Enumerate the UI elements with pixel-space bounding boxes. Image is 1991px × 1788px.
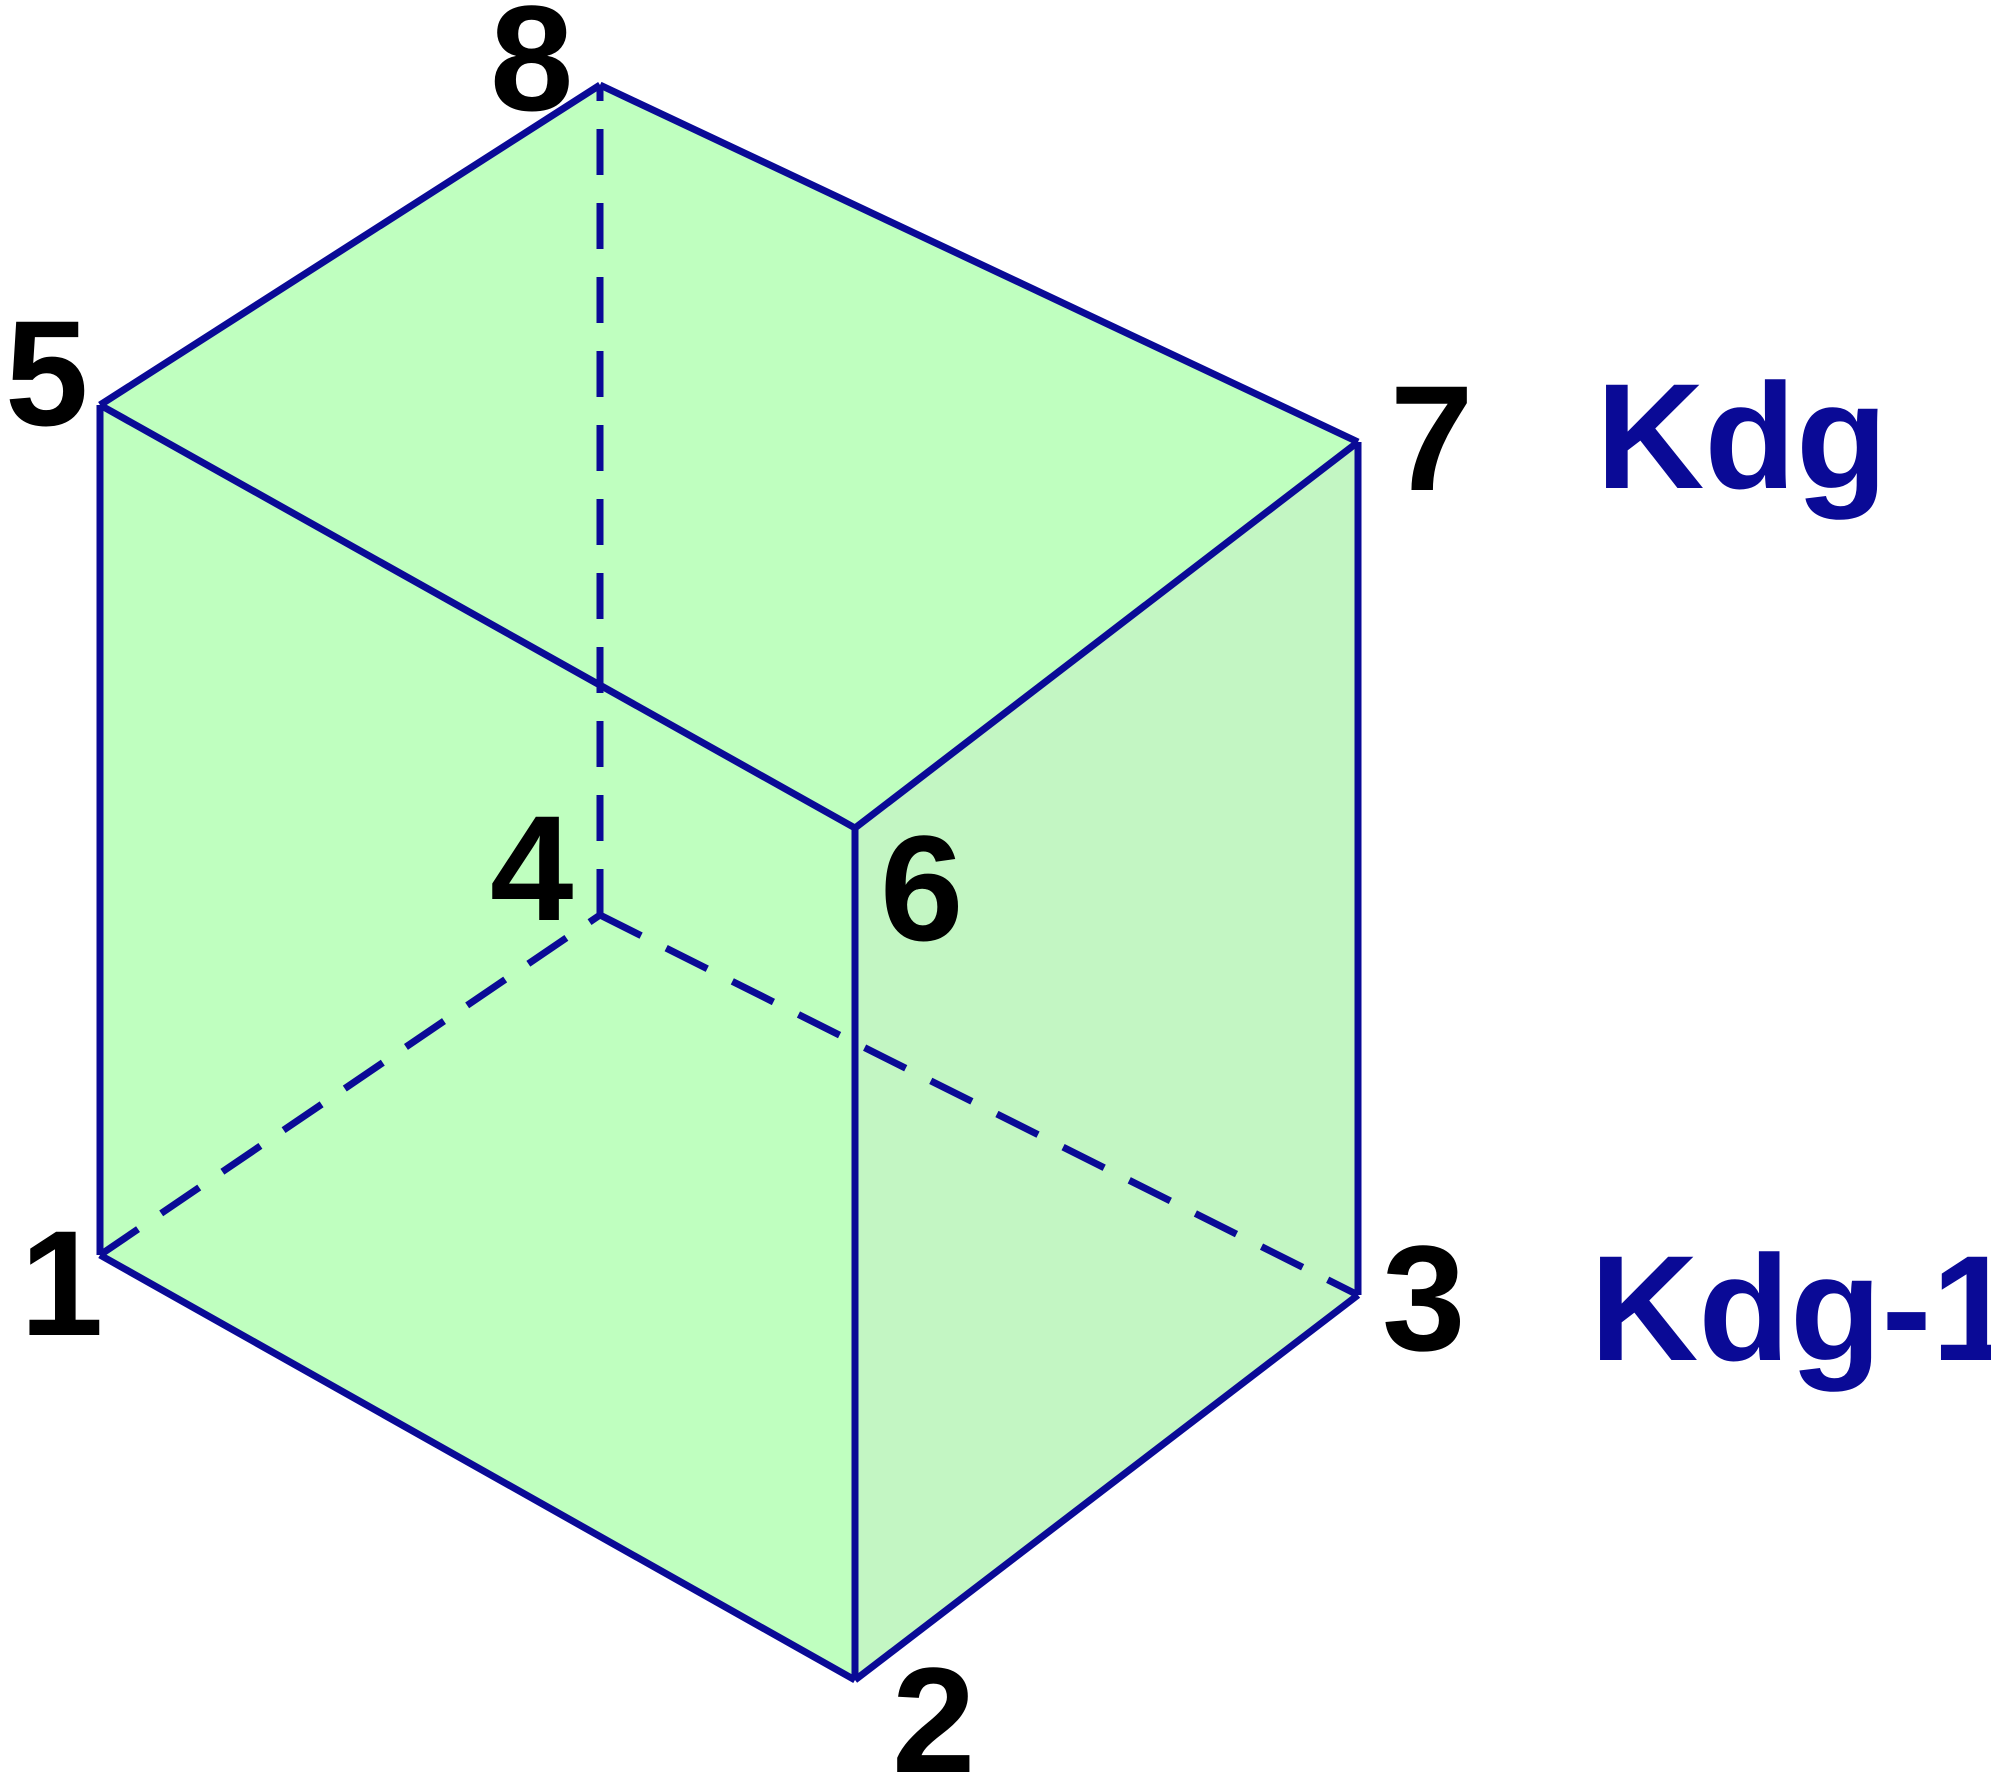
face-front-top bbox=[100, 85, 1358, 1680]
vertex-label-2: 2 bbox=[892, 1636, 975, 1788]
vertex-label-6: 6 bbox=[880, 804, 963, 972]
face-right-side bbox=[855, 442, 1358, 1680]
vertex-label-4: 4 bbox=[490, 784, 573, 952]
edge-6-7 bbox=[852, 439, 1361, 831]
edge-5-6 bbox=[98, 401, 857, 832]
hidden-edge-4-3 bbox=[598, 911, 1360, 1299]
edge-1-2 bbox=[98, 1251, 857, 1684]
edges bbox=[96, 81, 1362, 1684]
edge-7-8 bbox=[598, 81, 1360, 446]
hidden-edge-1-4 bbox=[98, 912, 602, 1258]
layer-label-bottom: Kdg-1 bbox=[1590, 1224, 1991, 1392]
vertex-label-7: 7 bbox=[1390, 354, 1473, 522]
layer-label-top: Kdg bbox=[1596, 352, 1888, 520]
layer-labels: Kdg Kdg-1 bbox=[1590, 352, 1991, 1392]
vertex-label-1: 1 bbox=[20, 1199, 103, 1367]
vertex-label-8: 8 bbox=[490, 0, 573, 142]
edge-2-3 bbox=[852, 1292, 1361, 1683]
vertex-label-5: 5 bbox=[5, 289, 88, 457]
faces bbox=[100, 85, 1358, 1680]
vertex-label-3: 3 bbox=[1382, 1214, 1465, 1382]
edge-8-5 bbox=[98, 82, 602, 408]
vertex-labels: 1 2 3 4 5 6 7 8 bbox=[5, 0, 1473, 1788]
